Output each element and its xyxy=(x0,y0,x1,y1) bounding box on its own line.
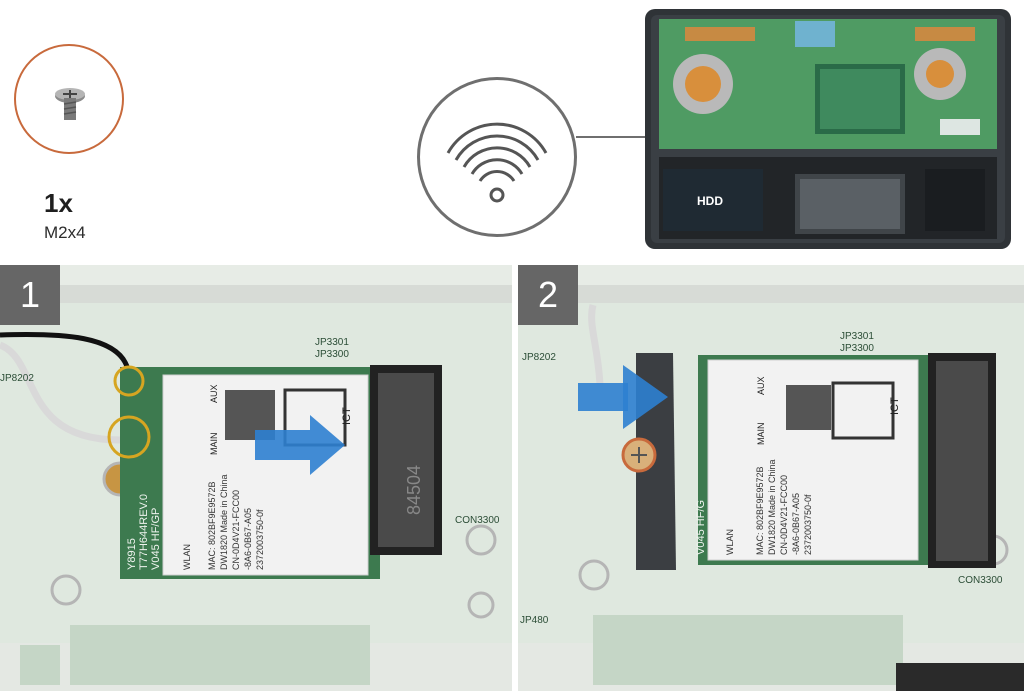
card-serial-line: 2372003750-0f xyxy=(803,494,813,555)
step-1-illustration: AUX MAIN ICT WLAN MAC: 802BF9E9572B DW18… xyxy=(0,265,512,691)
pcb-label-jp3300: JP3300 xyxy=(840,343,874,354)
pcb-label-jp3300: JP3300 xyxy=(315,349,349,360)
card-rev-line: -8A6-0B67-A05 xyxy=(791,493,801,555)
card-serial-line: 2372003750-0f xyxy=(255,509,265,570)
card-model-line: DW1820 Made in China xyxy=(767,459,777,555)
card-model-line: DW1820 Made in China xyxy=(219,474,229,570)
wifi-icon xyxy=(446,122,548,203)
step-number-badge: 1 xyxy=(0,265,60,325)
card-main-label: MAIN xyxy=(209,433,219,456)
pcb-label-con3300: CON3300 xyxy=(455,515,500,526)
pcb-label-jp8202: JP8202 xyxy=(0,373,34,384)
card-cn-line: CN-0D4V21-FCC00 xyxy=(779,475,789,555)
card-side-code: Y8915 xyxy=(126,538,138,570)
card-ict-label: ICT xyxy=(341,407,353,425)
screw-size: M2x4 xyxy=(44,223,86,242)
pcb-label-jp3301: JP3301 xyxy=(315,337,349,348)
laptop-overview-image: HDD xyxy=(645,9,1011,249)
connector-code: 84504 xyxy=(404,465,424,515)
card-side-rev: T77H644REV.0 xyxy=(138,494,150,570)
card-cn-line: CN-0D4V21-FCC00 xyxy=(231,490,241,570)
step-2-panel: AUX MAIN ICT WLAN MAC: 802BF9E9572B DW18… xyxy=(518,265,1024,691)
screw-quantity: 1x xyxy=(44,188,73,218)
wifi-callout-circle xyxy=(417,77,577,237)
pcb-label-jp3301: JP3301 xyxy=(840,331,874,342)
pcb-label-con3300: CON3300 xyxy=(958,575,1003,586)
screw-icon xyxy=(55,88,85,120)
step-number-badge: 2 xyxy=(518,265,578,325)
step-2-illustration: AUX MAIN ICT WLAN MAC: 802BF9E9572B DW18… xyxy=(518,265,1024,691)
hdd-label: HDD xyxy=(697,194,723,208)
card-mac-line: MAC: 802BF9E9572B xyxy=(755,466,765,555)
screw-callout-circle xyxy=(14,44,124,154)
pcb-label-jp8202: JP8202 xyxy=(522,352,556,363)
card-brand-line: WLAN xyxy=(182,544,192,570)
card-ict-label: ICT xyxy=(889,397,901,415)
card-rev-line: -8A6-0B67-A05 xyxy=(243,508,253,570)
pcb-label-jp480: JP480 xyxy=(520,615,549,626)
card-main-label: MAIN xyxy=(756,423,766,446)
step-1-panel: AUX MAIN ICT WLAN MAC: 802BF9E9572B DW18… xyxy=(0,265,512,691)
card-aux-label: AUX xyxy=(209,384,219,403)
card-side-fcc: V045 HF/GP xyxy=(150,508,162,570)
card-side-fcc: V045 HF/G xyxy=(695,500,707,555)
card-aux-label: AUX xyxy=(756,376,766,395)
card-brand-line: WLAN xyxy=(725,529,735,555)
card-mac-line: MAC: 802BF9E9572B xyxy=(207,481,217,570)
